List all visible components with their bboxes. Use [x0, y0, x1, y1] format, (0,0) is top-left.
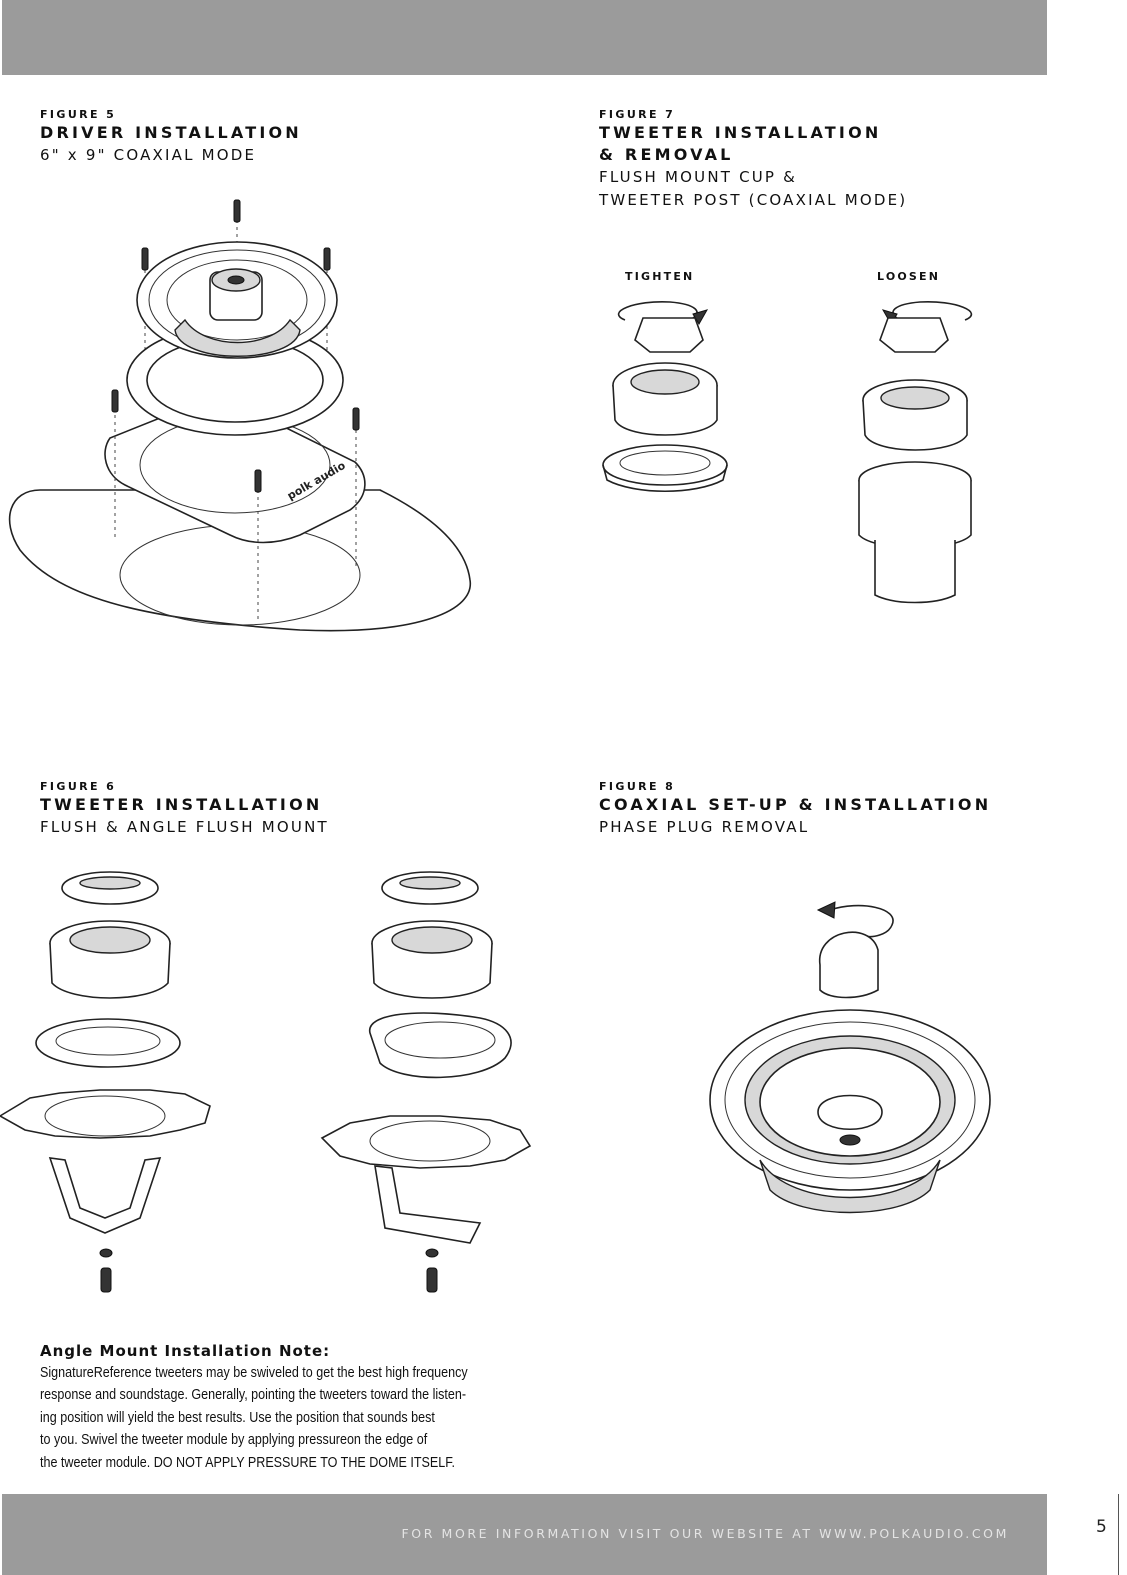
mounting-bracket-right [374, 1165, 482, 1244]
note-title: Angle Mount Installation Note: [40, 1342, 331, 1360]
angle-ring [369, 1012, 512, 1079]
figure-7-number: FIGURE 7 [599, 108, 676, 121]
figure-8-subtitle: PHASE PLUG REMOVAL [599, 818, 810, 836]
note-line: ing position will yield the best results… [40, 1409, 435, 1426]
figure-6-title: TWEETER INSTALLATION [40, 795, 323, 814]
figure-6-number: FIGURE 6 [40, 780, 117, 793]
phase-plug [819, 931, 879, 999]
figure-6-subtitle: FLUSH & ANGLE FLUSH MOUNT [40, 818, 329, 836]
note-line: SignatureReference tweeters may be swive… [40, 1365, 468, 1381]
figure-5-title: DRIVER INSTALLATION [40, 123, 302, 142]
loosen-label: LOOSEN [877, 270, 941, 283]
figure-5-driver-illustration: polk audio [8, 199, 471, 632]
cutout-outline [119, 524, 361, 626]
washer-right [425, 1248, 439, 1258]
figure-7-subtitle-line1: FLUSH MOUNT CUP & [599, 168, 798, 186]
screw-left [100, 1267, 112, 1293]
mounting-surface [8, 489, 471, 632]
figure-5-subtitle: 6" x 9" COAXIAL MODE [40, 146, 257, 164]
note-line: response and soundstage. Generally, poin… [40, 1387, 467, 1404]
tweeter-post-top-loosen [879, 317, 949, 353]
flush-mount-stack [0, 871, 211, 1293]
figure-6-mount-illustration [0, 871, 532, 1293]
footer-website-text: FOR MORE INFORMATION VISIT OUR WEBSITE A… [401, 1526, 1009, 1541]
tighten-label: TIGHTEN [625, 270, 695, 283]
woofer-basket [759, 1159, 941, 1214]
footer-bar: FOR MORE INFORMATION VISIT OUR WEBSITE A… [2, 1494, 1047, 1575]
figure-8-caption: FIGURE 8 COAXIAL SET-UP & INSTALLATION P… [599, 780, 991, 839]
angle-mount-note: Angle Mount Installation Note: Signature… [40, 1340, 570, 1474]
figure-8-phase-plug-illustration [709, 901, 991, 1214]
loosen-assembly [858, 301, 973, 604]
figure-7-subtitle-line2: TWEETER POST (COAXIAL MODE) [599, 191, 908, 209]
washer-left [99, 1248, 113, 1258]
figure-8-title: COAXIAL SET-UP & INSTALLATION [599, 795, 992, 814]
page-edge-rule [1118, 1494, 1119, 1575]
tweeter-post-top [634, 317, 704, 353]
page-number: 5 [1096, 1517, 1107, 1537]
figure-7-tweeter-illustration [602, 301, 973, 604]
header-bar [2, 0, 1047, 75]
counterclockwise-arrow-icon [816, 901, 836, 919]
driver-basket [174, 318, 301, 357]
mounting-gasket-left [0, 1089, 211, 1139]
figure-7-title-line1: TWEETER INSTALLATION [599, 123, 882, 142]
angle-flush-mount-stack [320, 871, 532, 1293]
figure-7-caption: FIGURE 7 TWEETER INSTALLATION & REMOVAL … [599, 108, 907, 212]
mounting-gasket-right [320, 1115, 532, 1169]
note-line: to you. Swivel the tweeter module by app… [40, 1432, 428, 1449]
tighten-assembly [602, 301, 728, 493]
mounting-bracket-left [48, 1157, 162, 1234]
note-line: the tweeter module. DO NOT APPLY PRESSUR… [40, 1454, 456, 1471]
screw-icons [111, 199, 360, 493]
figure-8-number: FIGURE 8 [599, 780, 676, 793]
figure-7-title-line2: & REMOVAL [599, 145, 734, 164]
figure-5-caption: FIGURE 5 DRIVER INSTALLATION 6" x 9" COA… [40, 108, 302, 167]
flush-ring [35, 1018, 181, 1068]
screw-right [426, 1267, 438, 1293]
pole-piece [817, 1094, 883, 1130]
figure-5-number: FIGURE 5 [40, 108, 117, 121]
figure-6-caption: FIGURE 6 TWEETER INSTALLATION FLUSH & AN… [40, 780, 329, 839]
